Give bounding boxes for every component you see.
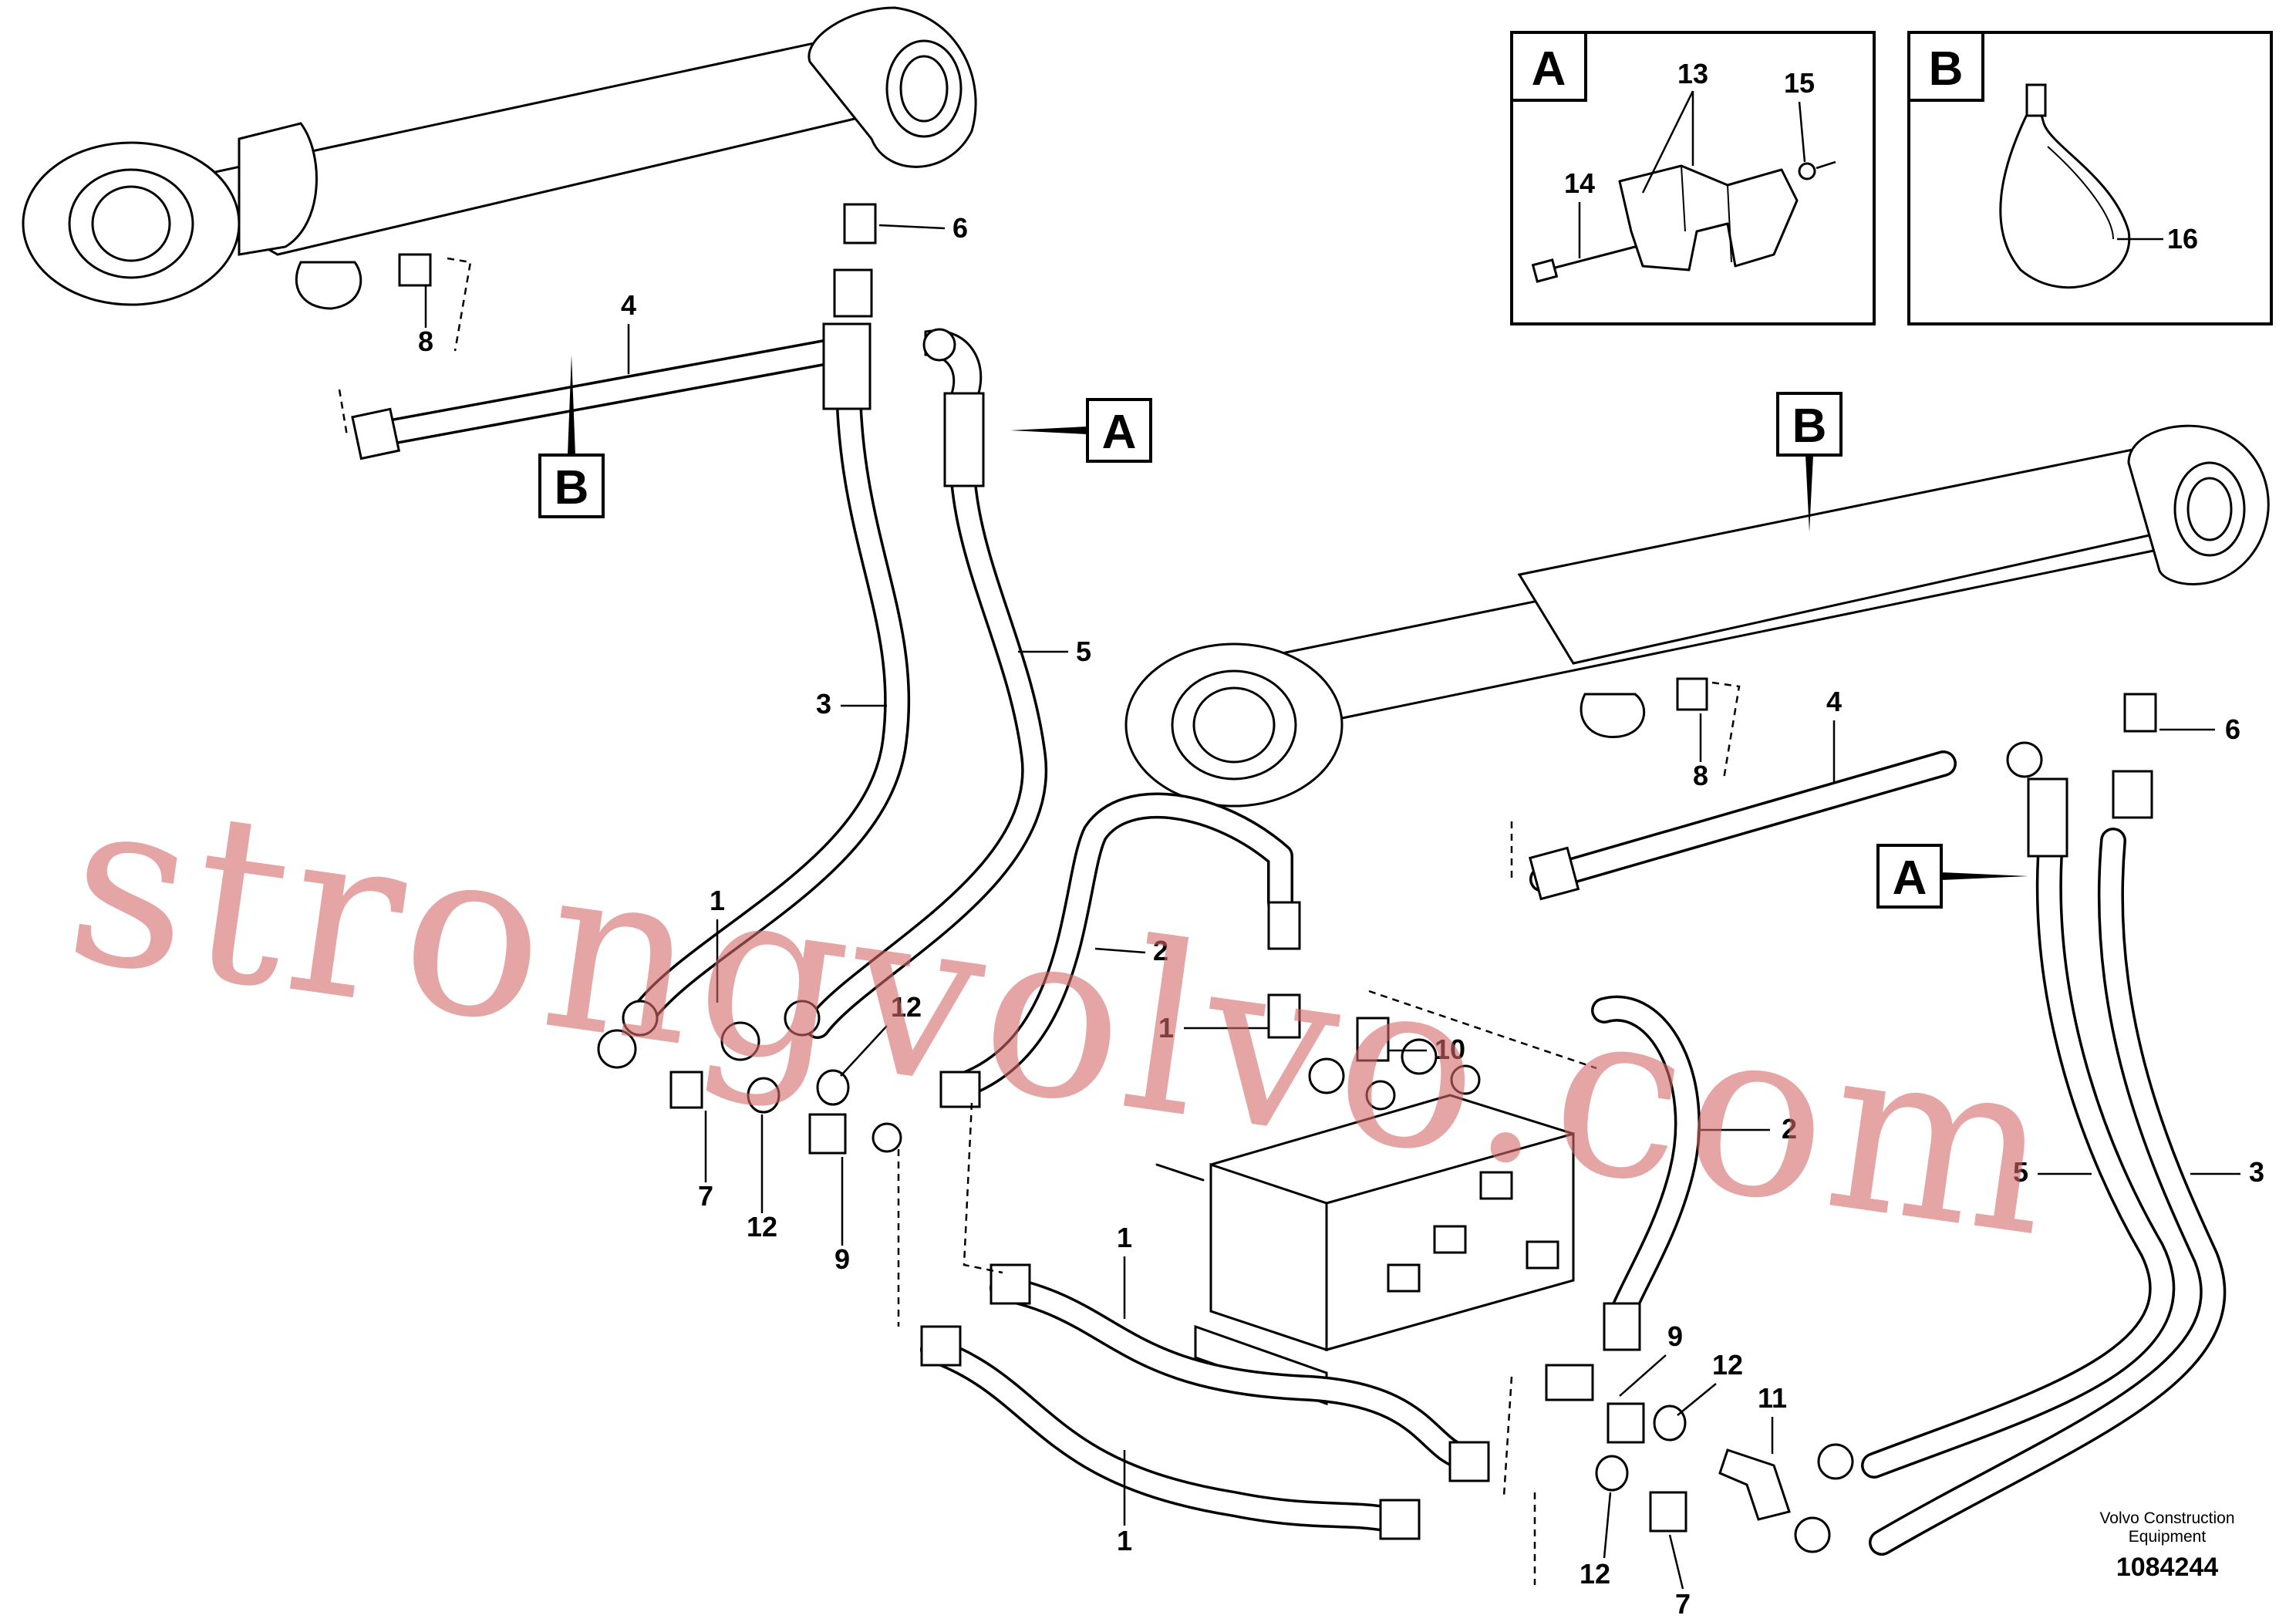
label-3-right: 3 [2249, 1156, 2264, 1188]
label-3-left: 3 [816, 688, 831, 720]
label-5-left: 5 [1076, 636, 1091, 667]
drawing-info: Volvo Construction Equipment 1084244 [2099, 1509, 2234, 1582]
label-1-lower-b: 1 [1117, 1525, 1132, 1556]
label-8-right: 8 [1693, 760, 1708, 791]
svg-text:A: A [1102, 406, 1137, 459]
detail-box-b: B 16 [1907, 31, 2273, 325]
part-labels: 4 8 6 5 3 1 12 2 1 10 7 12 9 1 1 4 8 6 [418, 212, 2264, 1620]
brand-line-1: Volvo Construction [2099, 1509, 2234, 1527]
label-6-left: 6 [952, 212, 968, 244]
control-valve-block [1155, 1038, 1575, 1406]
label-9-right: 9 [1667, 1320, 1683, 1352]
label-11: 11 [1758, 1382, 1787, 1414]
label-4-left: 4 [621, 289, 636, 321]
label-7-left: 7 [698, 1180, 713, 1212]
label-1-mid: 1 [1158, 1012, 1174, 1044]
detail-a-letter: A [1532, 42, 1566, 96]
label-1-lower-a: 1 [1117, 1222, 1132, 1253]
brand-line-2: Equipment [2129, 1528, 2207, 1546]
label-13: 13 [1677, 58, 1708, 89]
label-16: 16 [2167, 223, 2198, 255]
label-7-right: 7 [1675, 1588, 1691, 1620]
drawing-number: 1084244 [2116, 1553, 2218, 1582]
label-10: 10 [1435, 1034, 1465, 1065]
label-4-right: 4 [1826, 686, 1842, 717]
label-12-upper: 12 [891, 991, 922, 1023]
svg-text:B: B [1792, 400, 1827, 453]
cable-tie-illustration [1999, 83, 2131, 289]
label-12-left: 12 [747, 1211, 777, 1243]
label-5-right: 5 [2013, 1156, 2028, 1188]
hoses [357, 338, 2227, 1556]
label-12-right-lower: 12 [1580, 1558, 1610, 1590]
label-2-left: 2 [1153, 935, 1168, 966]
callout-b-right: B [1776, 392, 1843, 532]
label-2-right: 2 [1782, 1113, 1797, 1145]
right-hydraulic-cylinder [1124, 424, 2270, 808]
left-hydraulic-cylinder [22, 6, 977, 310]
label-15: 15 [1784, 67, 1815, 99]
label-9-left: 9 [834, 1243, 850, 1275]
callout-a-left: A [1010, 398, 1152, 463]
label-6-right: 6 [2225, 713, 2240, 745]
clamp-illustration [1531, 160, 1836, 283]
dashed-connection-lines [338, 257, 1741, 1585]
fittings [351, 203, 2157, 1553]
callout-b-left: B [538, 355, 605, 518]
label-12-right-upper: 12 [1712, 1349, 1743, 1381]
svg-text:B: B [555, 461, 589, 514]
label-1-upper: 1 [710, 885, 725, 916]
detail-box-a: A 13 15 14 [1510, 31, 1876, 325]
detail-b-letter: B [1929, 42, 1964, 96]
svg-text:A: A [1893, 851, 1927, 905]
label-14: 14 [1564, 167, 1595, 199]
label-8-left: 8 [418, 325, 433, 357]
callout-a-right: A [1876, 844, 2028, 909]
